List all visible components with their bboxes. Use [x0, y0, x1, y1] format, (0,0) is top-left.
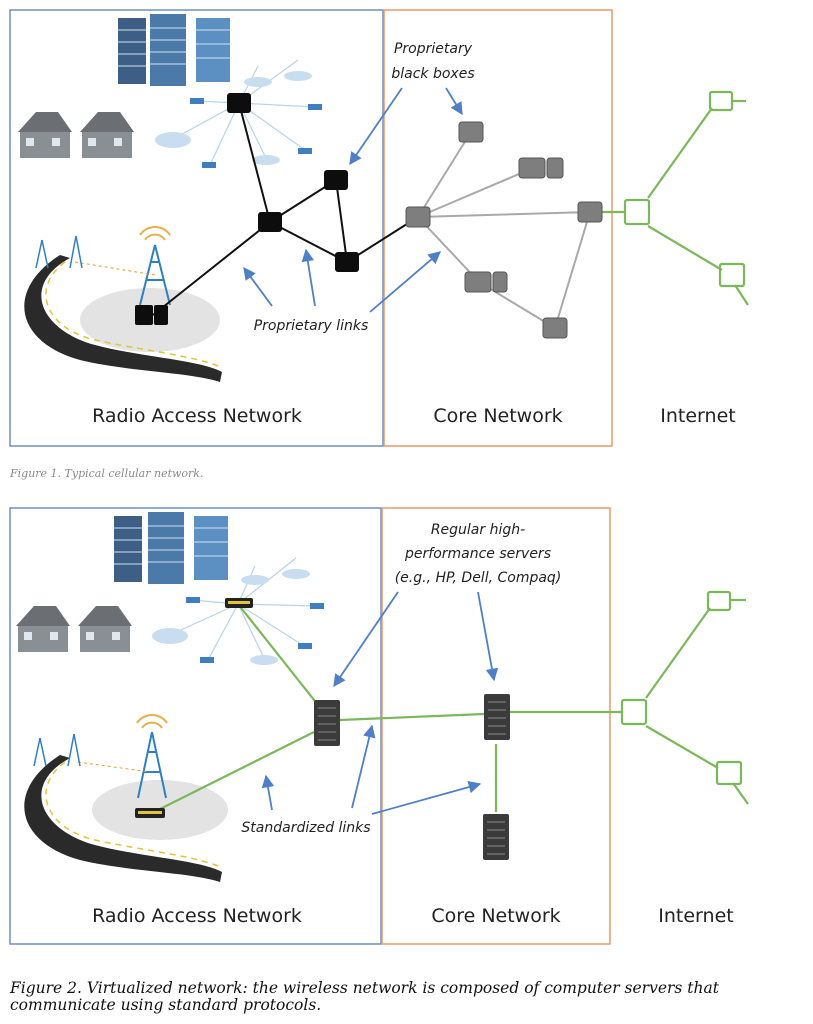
- core-region-label: Core Network: [431, 905, 560, 927]
- core-region-label: Core Network: [433, 405, 562, 427]
- distant-towers-icon: [33, 733, 81, 767]
- internet-region-label: Internet: [658, 905, 733, 927]
- figure-2-caption: Figure 2. Virtualized network: the wirel…: [10, 979, 719, 1014]
- figure-1-caption: Figure 1. Typical cellular network.: [10, 467, 204, 480]
- figure-2-diagram: Regular high- performance servers (e.g.,…: [9, 507, 749, 945]
- proprietary-black-links: [152, 102, 419, 316]
- core-region-border: [381, 507, 611, 945]
- cell-tower-icon: [136, 714, 168, 799]
- core-gray-links: [417, 131, 591, 329]
- callout-arrows: [243, 87, 463, 313]
- black-boxes-callout-line1: Proprietary: [394, 41, 473, 57]
- road-icon: [24, 255, 222, 382]
- city-buildings-icon: [118, 14, 230, 86]
- houses-icon: [18, 112, 134, 158]
- ran-region-border: [9, 9, 384, 447]
- distant-towers-icon: [35, 235, 83, 269]
- servers-callout-line3: (e.g., HP, Dell, Compaq): [395, 570, 562, 586]
- standardized-links-callout: Standardized links: [241, 820, 370, 836]
- server-rack-icons: [135, 598, 510, 860]
- servers-callout-line2: performance servers: [404, 546, 551, 562]
- figure-1-diagram: Proprietary black boxes Proprietary link…: [9, 9, 749, 447]
- proprietary-links-callout: Proprietary links: [254, 318, 369, 334]
- wireless-client-icons: [152, 569, 324, 665]
- cell-tower-icon: [139, 226, 171, 306]
- wireless-client-icons: [155, 71, 322, 168]
- proprietary-black-box-nodes: [135, 93, 359, 325]
- black-boxes-callout-line2: black boxes: [391, 66, 474, 82]
- ran-region-label: Radio Access Network: [92, 905, 302, 927]
- figure-2: Regular high- performance servers (e.g.,…: [0, 500, 813, 960]
- core-gray-box-nodes: [405, 121, 603, 339]
- servers-callout-line1: Regular high-: [431, 522, 525, 538]
- city-buildings-icon: [114, 512, 228, 584]
- ran-region-label: Radio Access Network: [92, 405, 302, 427]
- ran-region-border: [9, 507, 382, 945]
- core-region-border: [383, 9, 613, 447]
- houses-icon: [16, 606, 132, 652]
- figure-1: Proprietary black boxes Proprietary link…: [0, 0, 813, 460]
- internet-region-label: Internet: [660, 405, 735, 427]
- road-icon: [24, 755, 222, 882]
- callout-arrows: [261, 591, 499, 815]
- internet-green-links: [602, 90, 749, 306]
- standardized-green-links: [149, 590, 749, 815]
